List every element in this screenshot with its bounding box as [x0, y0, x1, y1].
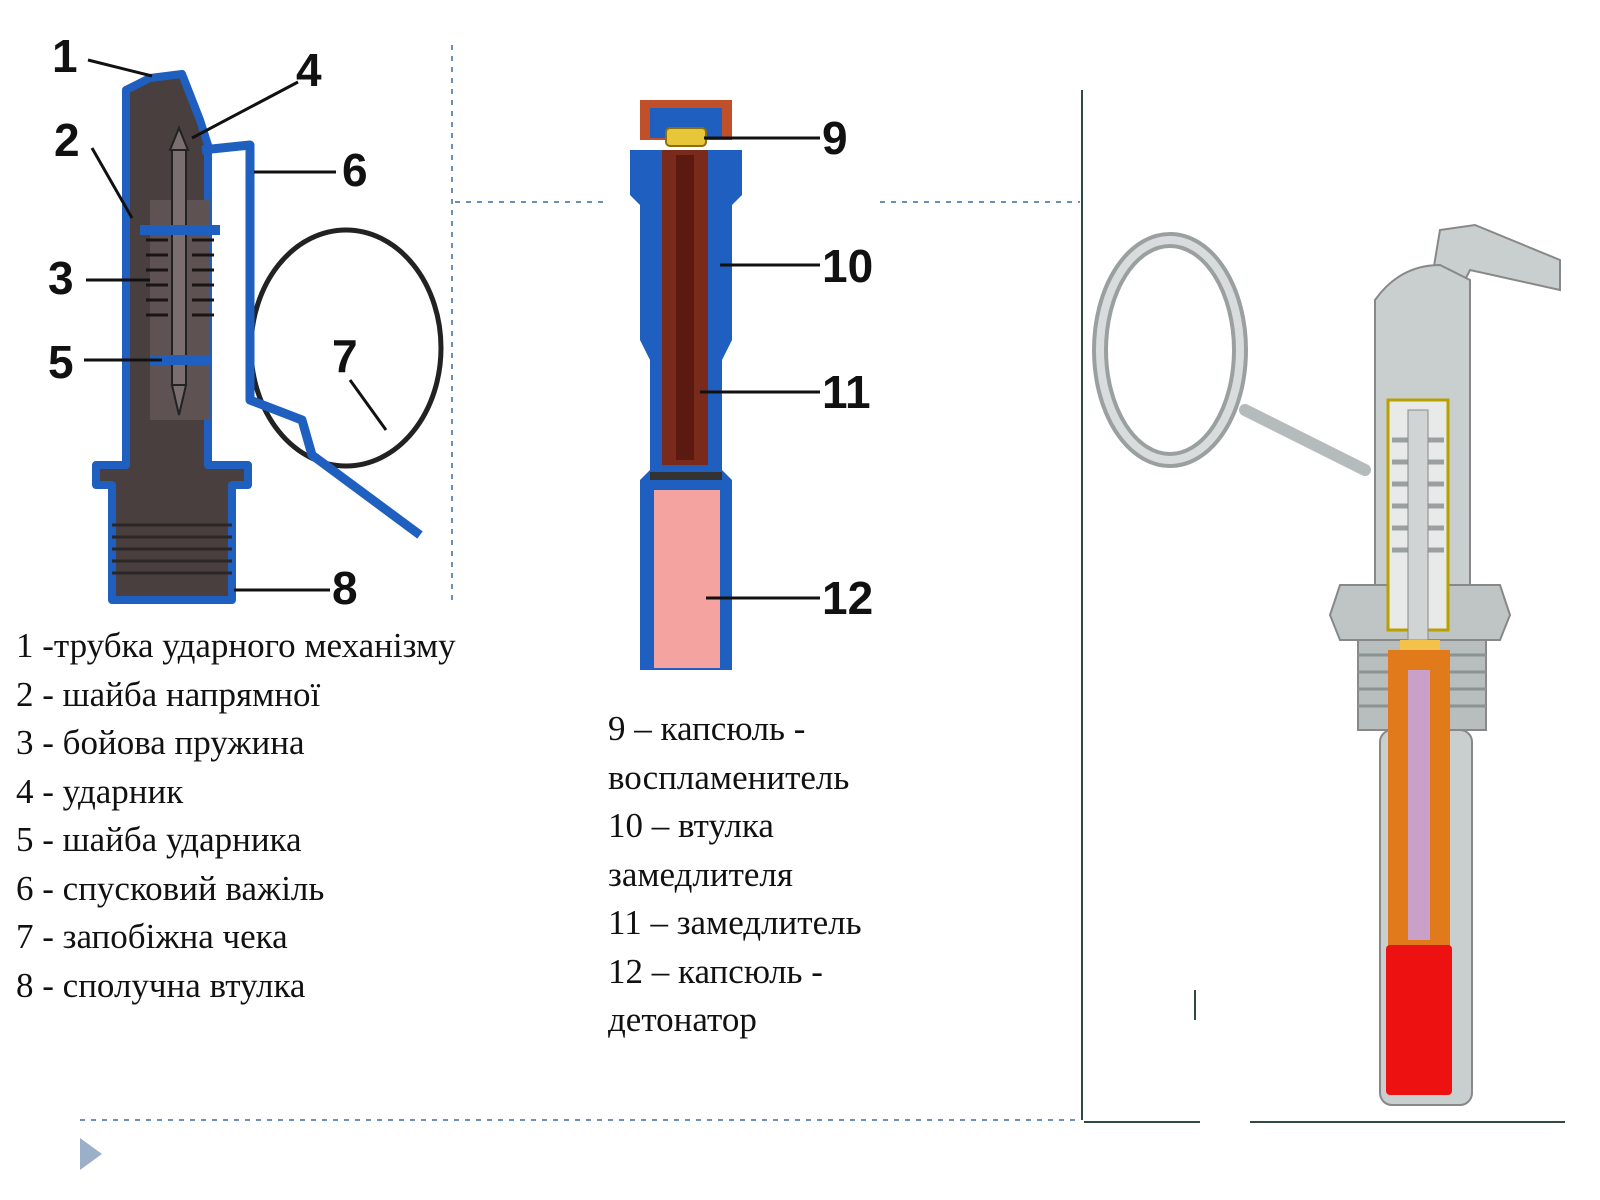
callout-8: 8 [332, 562, 358, 614]
legend-item-8: 8 - сполучна втулка [16, 965, 306, 1005]
legend-striker-parts: 1 -трубка ударного механізму 2 - шайба н… [16, 622, 456, 1010]
callout-6: 6 [342, 144, 368, 196]
legend-item-10: 10 – втулка [608, 806, 774, 845]
callout-4: 4 [296, 44, 322, 96]
legend-item-3: 3 - бойова пружина [16, 723, 305, 762]
callout-1: 1 [52, 30, 78, 82]
legend-item-1: 1 -трубка ударного механізму [16, 626, 456, 665]
legend-item-9-cont: воспламенитель [608, 757, 850, 797]
legend-item-5: 5 - шайба ударника [16, 820, 302, 859]
callout-10: 10 [822, 240, 873, 292]
solid-dividers [1081, 90, 1565, 1123]
callout-11: 11 [822, 366, 871, 418]
legend-item-9: 9 – капсюль - [608, 709, 806, 748]
legend-detonator-parts: 9 – капсюль - воспламенитель 10 – втулка… [608, 705, 862, 1045]
legend-item-12-cont: детонатор [608, 1000, 757, 1039]
legend-item-7: 7 - запобіжна чека [16, 917, 288, 956]
callout-7: 7 [332, 330, 358, 382]
legend-item-10-cont: замедлителя [608, 854, 793, 894]
striker-mechanism-section: 1 4 2 6 3 5 7 8 [48, 30, 444, 614]
delay-detonator-section: 9 10 11 12 [630, 100, 873, 670]
play-triangle-icon[interactable] [80, 1138, 102, 1170]
fuze-cutaway-render [1092, 223, 1561, 1106]
dashed-dividers [80, 45, 1080, 1121]
callout-3: 3 [48, 252, 74, 304]
callout-9: 9 [822, 112, 848, 164]
callout-5: 5 [48, 336, 74, 388]
legend-item-12: 12 – капсюль - [608, 951, 823, 991]
callout-12: 12 [822, 572, 873, 624]
legend-item-4: 4 - ударник [16, 771, 184, 811]
legend-item-2: 2 - шайба напрямної [16, 674, 321, 714]
callout-2: 2 [54, 114, 80, 166]
legend-item-11: 11 – замедлитель [608, 903, 862, 942]
legend-item-6: 6 - спусковий важіль [16, 868, 325, 908]
